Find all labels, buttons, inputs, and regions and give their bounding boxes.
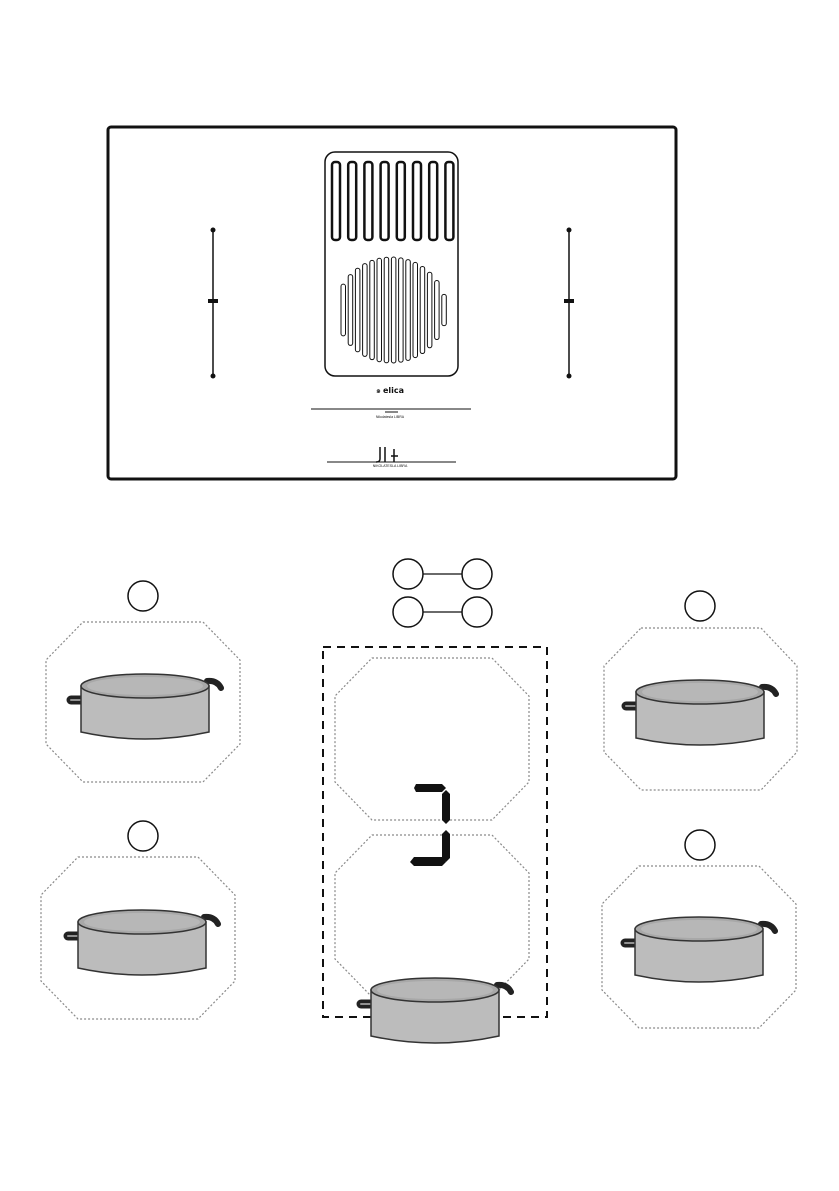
bridge-selector[interactable] xyxy=(393,559,492,627)
grille-slot xyxy=(332,162,340,240)
pot-icon-top-left xyxy=(71,674,221,739)
grille-slot xyxy=(348,162,356,240)
bridge-circle-4 xyxy=(462,597,492,627)
bridge-circle-1 xyxy=(393,559,423,589)
extraction-grille xyxy=(325,152,458,376)
grille-slot xyxy=(445,162,453,240)
vent-slot xyxy=(377,258,382,361)
pot-icon-bottom-left xyxy=(68,910,218,975)
brand-label: elica xyxy=(383,386,404,395)
vent-slot xyxy=(435,280,440,339)
vent-slot xyxy=(442,294,447,325)
brand-logo: ๑ elica xyxy=(376,386,404,395)
zone-selector-circle-bottom-left[interactable] xyxy=(128,821,158,851)
pot-icon-top-right xyxy=(626,680,776,745)
caption-lower-text: NIKOLATESLA LIBRA xyxy=(373,464,408,468)
caption-upper-text: Nikolatesla LIBRA xyxy=(376,415,405,419)
bridged-zone-upper xyxy=(335,658,529,820)
zone-selector-circle-top-right[interactable] xyxy=(685,591,715,621)
vent-slot xyxy=(413,262,418,357)
power-level-display: J xyxy=(410,784,450,866)
vent-slot xyxy=(391,257,396,363)
grille-slot xyxy=(381,162,389,240)
zone-selector-circle-bottom-right[interactable] xyxy=(685,830,715,860)
vent-slot xyxy=(399,258,404,362)
grille-slot xyxy=(413,162,421,240)
vent-slot xyxy=(420,266,425,353)
bridge-circle-3 xyxy=(393,597,423,627)
grille-slot xyxy=(429,162,437,240)
vent-slot xyxy=(370,260,375,359)
vent-slot xyxy=(384,257,389,363)
vent-slot xyxy=(363,264,368,357)
vent-slot xyxy=(427,272,432,348)
bridge-circle-2 xyxy=(462,559,492,589)
brand-symbol: ๑ xyxy=(376,386,381,395)
vent-slot xyxy=(355,268,360,352)
vent-slot xyxy=(348,275,353,346)
pot-icon-bottom-right xyxy=(625,917,775,982)
vent-slot xyxy=(341,284,346,336)
grille-slot xyxy=(397,162,405,240)
pot-icon-bridged xyxy=(361,978,511,1043)
grille-slot xyxy=(364,162,372,240)
vent-slot xyxy=(406,260,411,361)
zone-selector-circle-top-left[interactable] xyxy=(128,581,158,611)
bridged-zone-frame xyxy=(323,647,547,1017)
